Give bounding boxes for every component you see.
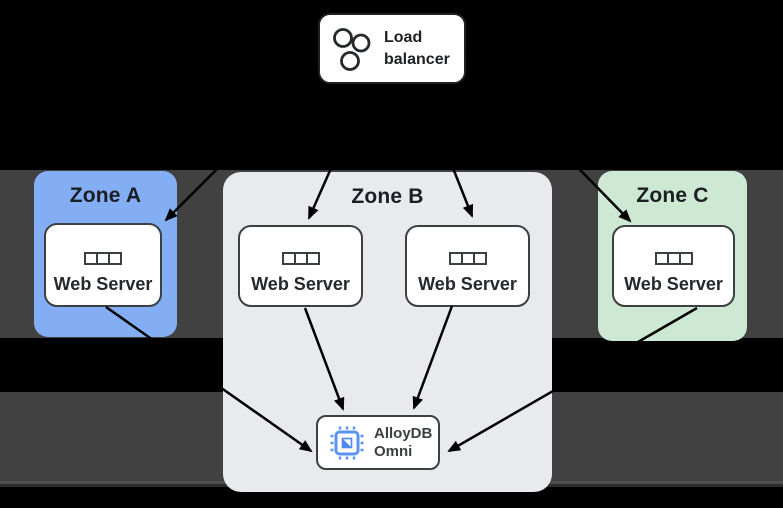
zone-c-title: Zone C: [636, 184, 709, 207]
web-server-zone-c: Web Server: [612, 225, 735, 307]
load-balancer-label: Load balancer: [384, 28, 450, 68]
zone-b-title: Zone B: [351, 185, 424, 208]
server-icon: [281, 252, 320, 265]
zone-a-title: Zone A: [69, 184, 142, 207]
load-balancer-icon: [333, 27, 371, 71]
web-server-label: Web Server: [251, 274, 350, 294]
alloydb-omni-node: AlloyDB Omni: [316, 415, 440, 470]
web-server-label: Web Server: [418, 274, 517, 294]
web-server-label: Web Server: [624, 274, 723, 294]
web-server-label: Web Server: [53, 274, 153, 294]
load-balancer-node: Load balancer: [318, 13, 466, 84]
web-server-zone-b-2: Web Server: [405, 225, 530, 307]
server-icon: [654, 252, 693, 265]
web-server-zone-b-1: Web Server: [238, 225, 363, 307]
web-server-zone-a: Web Server: [44, 223, 162, 307]
server-icon: [448, 252, 487, 265]
zone-a: Zone A Web Server: [34, 171, 177, 337]
zone-c: Zone C Web Server: [598, 171, 747, 341]
alloydb-omni-label: AlloyDB Omni: [374, 425, 433, 460]
alloydb-chip-icon: [330, 426, 364, 459]
server-icon: [84, 252, 122, 265]
